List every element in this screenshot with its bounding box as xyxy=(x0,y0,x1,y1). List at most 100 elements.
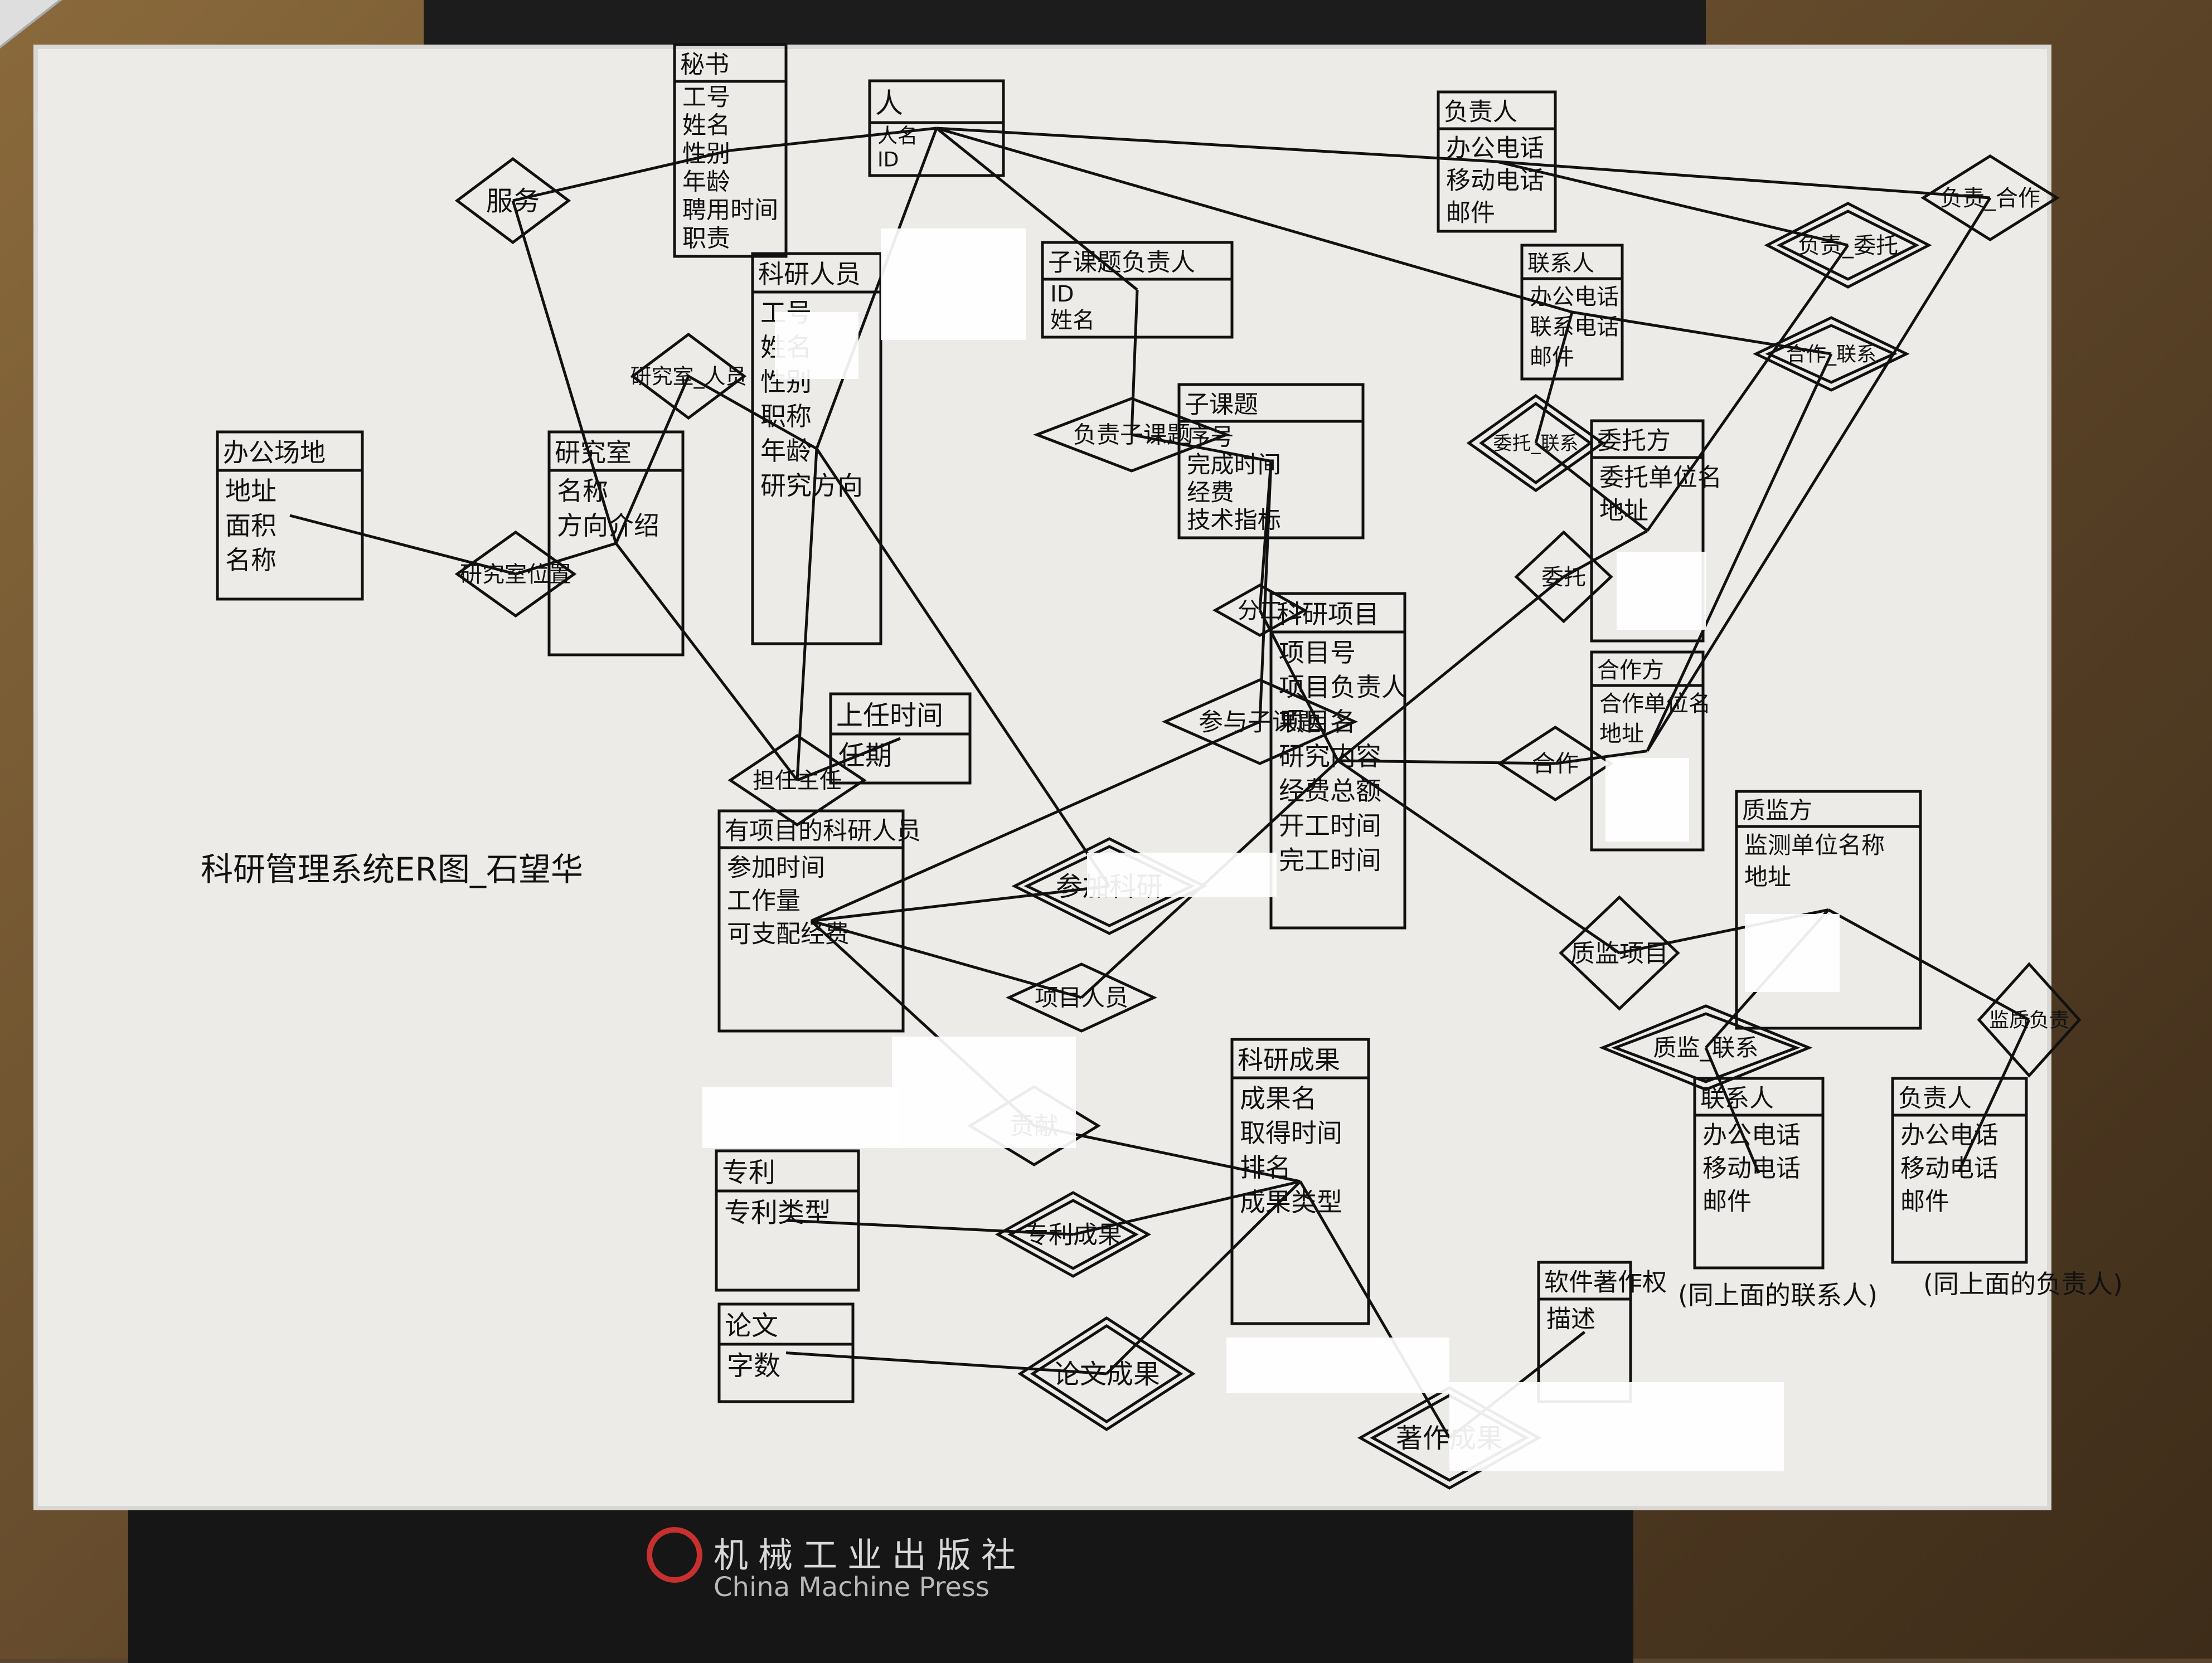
connector-line xyxy=(935,127,1138,291)
relation-diamond xyxy=(1212,583,1308,637)
connector-line xyxy=(614,376,690,544)
redaction-tape xyxy=(1226,1338,1449,1393)
entity-box xyxy=(829,692,972,785)
relation-diamond xyxy=(1161,678,1359,765)
diagram-title: 科研管理系统ER图_石望华 xyxy=(201,850,583,888)
entity-attribute: 名称 xyxy=(225,545,276,575)
entity-title: 质监方 xyxy=(1742,796,1812,824)
entity-attribute: 工号 xyxy=(682,84,730,111)
entity-box xyxy=(216,430,364,601)
entity-box xyxy=(1230,1038,1370,1325)
entity-title: 有项目的科研人员 xyxy=(725,817,921,845)
entity-attribute: 排名 xyxy=(1240,1153,1291,1183)
entity-attribute: 年龄 xyxy=(682,168,730,196)
entity-attribute: 可支配经费 xyxy=(727,920,850,948)
entity-box xyxy=(717,809,905,1033)
relation-diamond-inner xyxy=(1479,401,1593,485)
relation-project-staff: 项目人员 xyxy=(1006,962,1157,1033)
entity-attribute: 性别 xyxy=(682,140,730,168)
relation-label: 研究室位置 xyxy=(460,562,571,587)
connector-line xyxy=(1496,160,1991,200)
connector-line xyxy=(1073,1180,1301,1236)
relation-diamond xyxy=(1032,397,1231,473)
connector-lines xyxy=(289,127,2031,1439)
connector-line xyxy=(1827,908,2030,1022)
publisher-name-en: China Machine Press xyxy=(714,1572,989,1603)
entity-attribute: 聘用时间 xyxy=(682,197,778,225)
connector-line xyxy=(936,127,1573,314)
connector-line xyxy=(289,514,516,576)
entity-box xyxy=(1590,419,1705,643)
entity-attribute: ID xyxy=(877,148,899,172)
entity-box xyxy=(1041,241,1234,339)
entity-attribute: 字数 xyxy=(727,1350,780,1382)
entity-attribute: 专利类型 xyxy=(724,1197,831,1228)
entity-attribute: 职责 xyxy=(682,225,730,252)
entity-attribute: 办公电话 xyxy=(1702,1121,1801,1149)
connector-line xyxy=(815,128,938,449)
connector-line xyxy=(730,127,937,152)
relation-charge-client: 负责_委托 xyxy=(1764,202,1932,289)
redaction-tape xyxy=(775,312,858,379)
relation-lead-sub: 负责子课题 xyxy=(1032,397,1231,473)
relation-diamond xyxy=(727,733,867,827)
entity-title: 秘书 xyxy=(680,51,729,79)
relation-divide: 分工 xyxy=(1212,583,1308,637)
relation-sup-contact-rel: 质监_联系 xyxy=(1599,1004,1813,1091)
relation-label: 服务 xyxy=(486,186,540,217)
relation-lab-location: 研究室位置 xyxy=(454,530,577,618)
connector-line xyxy=(515,542,617,576)
connector-line xyxy=(1337,759,1556,765)
connector-line xyxy=(512,149,731,202)
relation-diamond xyxy=(1466,393,1605,493)
entity-title: 人 xyxy=(875,87,903,120)
relation-client-contact: 委托_联系 xyxy=(1466,393,1605,493)
connector-line xyxy=(810,720,1261,922)
entity-title: 上任时间 xyxy=(836,700,943,731)
entity-attribute: 邮件 xyxy=(1446,198,1495,227)
entity-attribute: 姓名 xyxy=(1050,308,1095,333)
book-cover xyxy=(128,1499,1633,1663)
relation-diamond xyxy=(1497,726,1614,801)
entity-attribute: 邮件 xyxy=(1530,344,1574,370)
entity-attribute: 开工时间 xyxy=(1279,810,1381,840)
relation-diamond xyxy=(1006,962,1157,1033)
connector-line xyxy=(936,127,1497,163)
relation-paper-result: 论文成果 xyxy=(1017,1316,1196,1431)
relation-diamond-inner xyxy=(1007,1199,1139,1270)
connector-line xyxy=(787,1219,1074,1236)
relation-diamond-inner xyxy=(1765,324,1898,384)
relation-diamond-inner xyxy=(1611,1012,1801,1083)
connector-line xyxy=(1105,1180,1302,1375)
publisher-logo xyxy=(647,1527,702,1583)
entity-attribute: 办公电话 xyxy=(1446,134,1544,162)
entity-box xyxy=(1269,592,1406,930)
entity-attribute: 地址 xyxy=(1599,497,1648,525)
connector-line xyxy=(811,884,1110,922)
relation-commission: 委托 xyxy=(1514,530,1613,624)
redaction-tape xyxy=(1087,853,1277,897)
connector-line xyxy=(1337,576,1565,762)
entity-attribute: 职称 xyxy=(760,401,812,431)
entity-attribute: 取得时间 xyxy=(1240,1118,1342,1148)
entity-attribute: 合作单位名 xyxy=(1599,691,1711,717)
connector-line xyxy=(815,448,1111,887)
entity-box xyxy=(1735,790,1922,1030)
connector-line xyxy=(1704,1047,1760,1174)
entity-title: 科研人员 xyxy=(758,259,861,289)
entity-attribute: 描述 xyxy=(1546,1305,1595,1333)
entity-attribute: ID xyxy=(1050,281,1074,307)
relation-diamond xyxy=(1599,1004,1813,1091)
entity-attribute: 经费总额 xyxy=(1279,776,1381,806)
entity-title: 专利 xyxy=(722,1157,775,1188)
entity-attribute: 地址 xyxy=(1744,863,1791,891)
connector-line xyxy=(1131,433,1272,463)
